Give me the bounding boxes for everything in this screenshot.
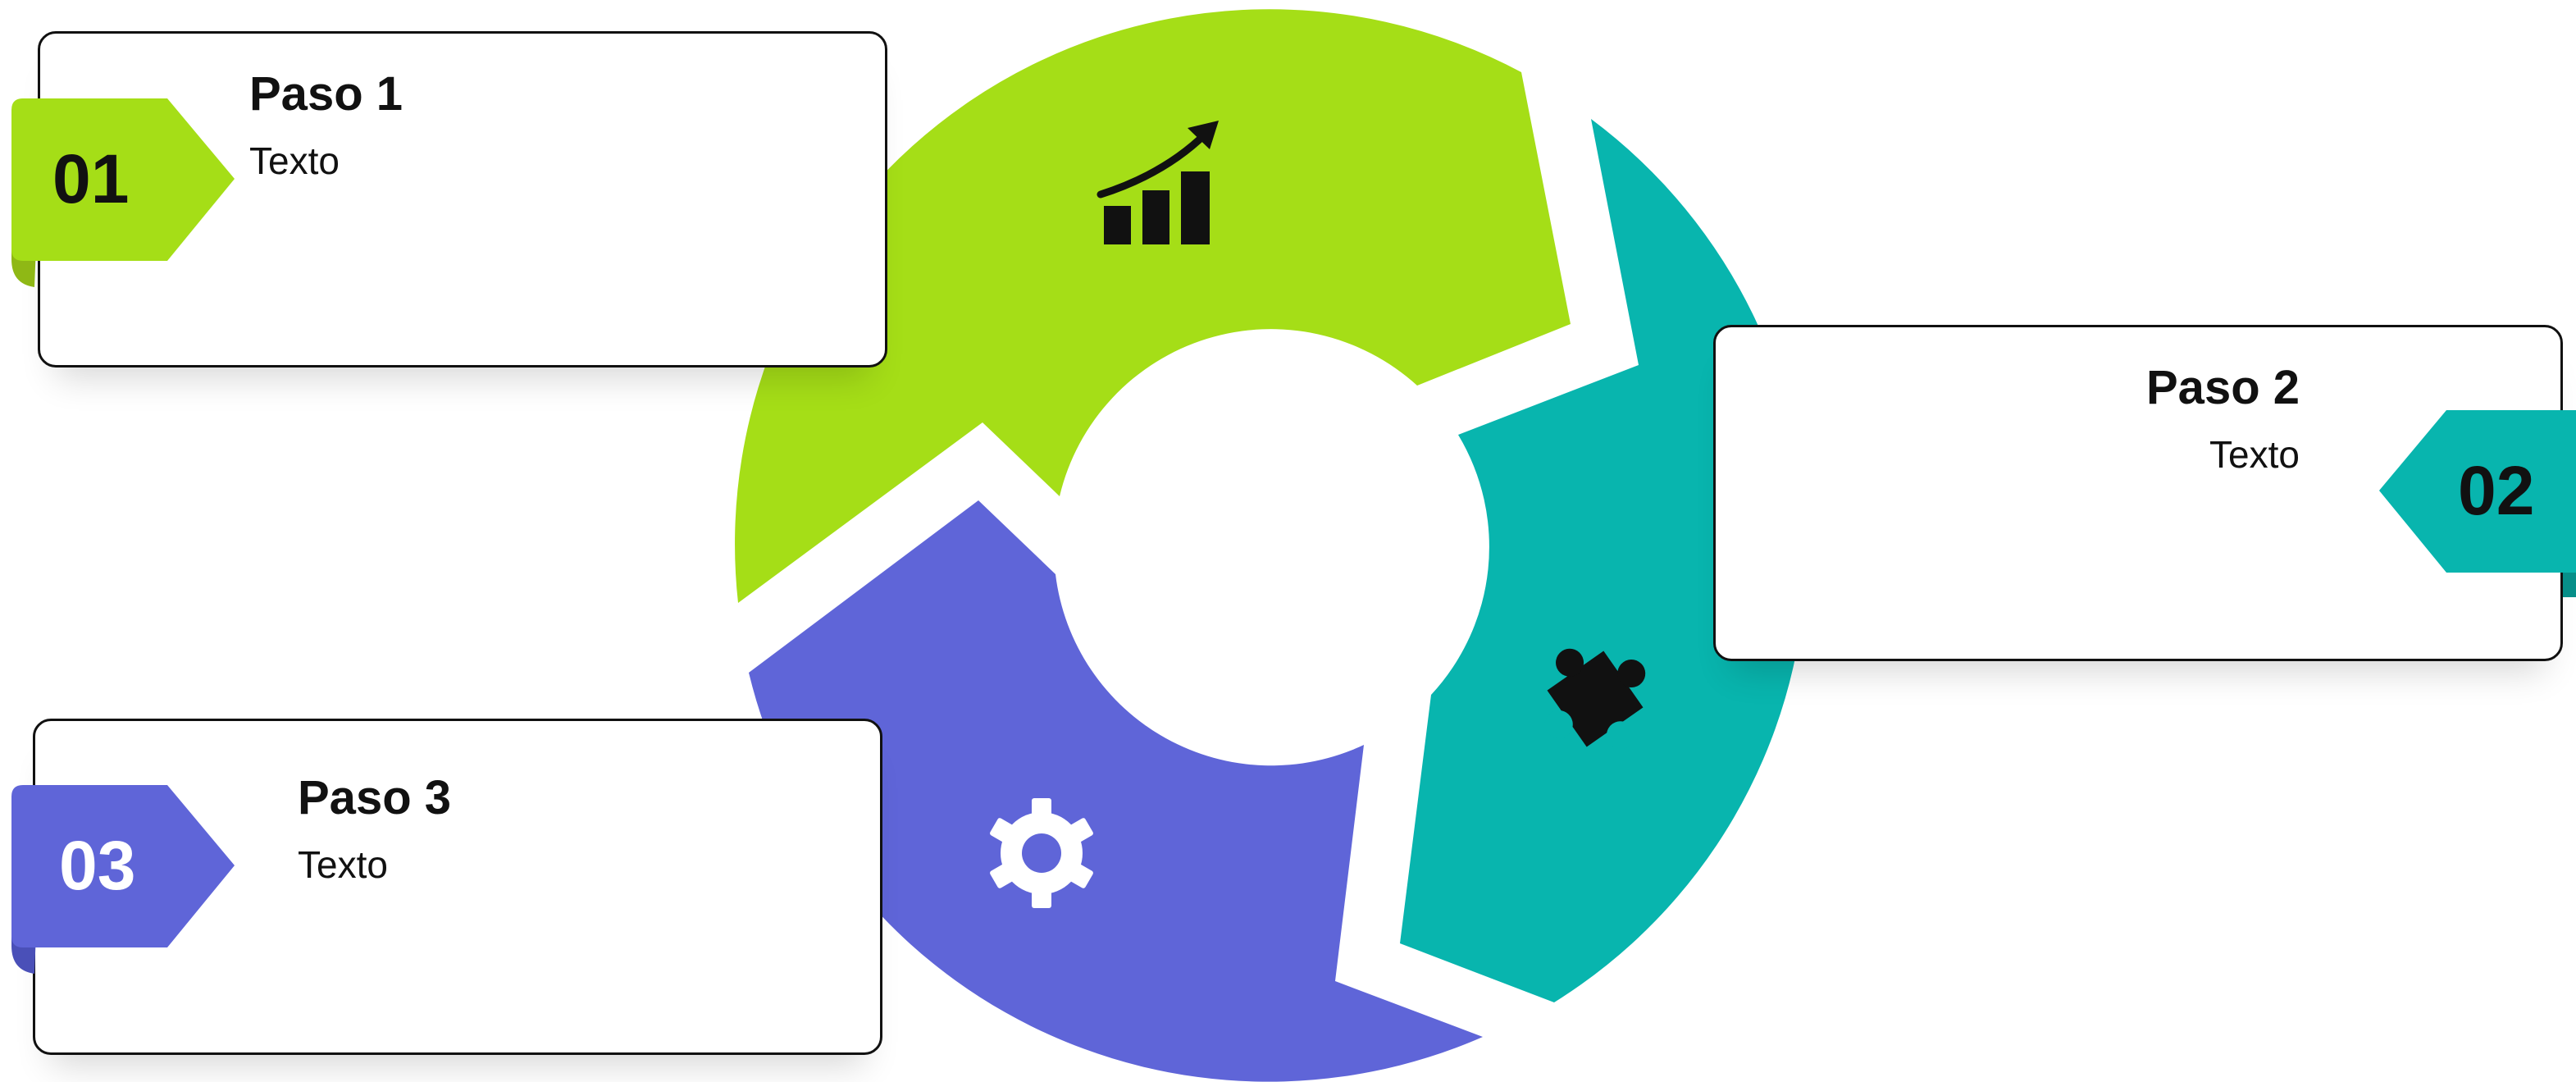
step-2-text: Texto xyxy=(2209,433,2300,476)
segment-green xyxy=(735,9,1571,603)
badge-3-shape xyxy=(11,785,235,974)
step-1-number: 01 xyxy=(52,140,130,217)
puzzle-piece-icon xyxy=(1544,648,1646,750)
step-1-text: Texto xyxy=(249,139,340,182)
step-2-title: Paso 2 xyxy=(2146,361,2300,414)
step-2-badge: 02 xyxy=(2379,410,2576,599)
step-1-badge: 01 xyxy=(11,98,237,287)
step-3-number: 03 xyxy=(59,827,136,904)
segment-teal xyxy=(1400,119,1807,1002)
gear-icon xyxy=(990,798,1093,908)
step-3-text: Texto xyxy=(298,843,388,886)
step-3-title: Paso 3 xyxy=(298,771,451,824)
badge-2-shape xyxy=(2379,410,2576,597)
step-2-number: 02 xyxy=(2458,452,2535,529)
badge-1-shape xyxy=(11,98,235,287)
growth-chart-icon xyxy=(1097,121,1219,244)
segment-purple xyxy=(749,500,1483,1082)
step-1-title: Paso 1 xyxy=(249,67,403,121)
step-3-badge: 03 xyxy=(11,785,237,974)
